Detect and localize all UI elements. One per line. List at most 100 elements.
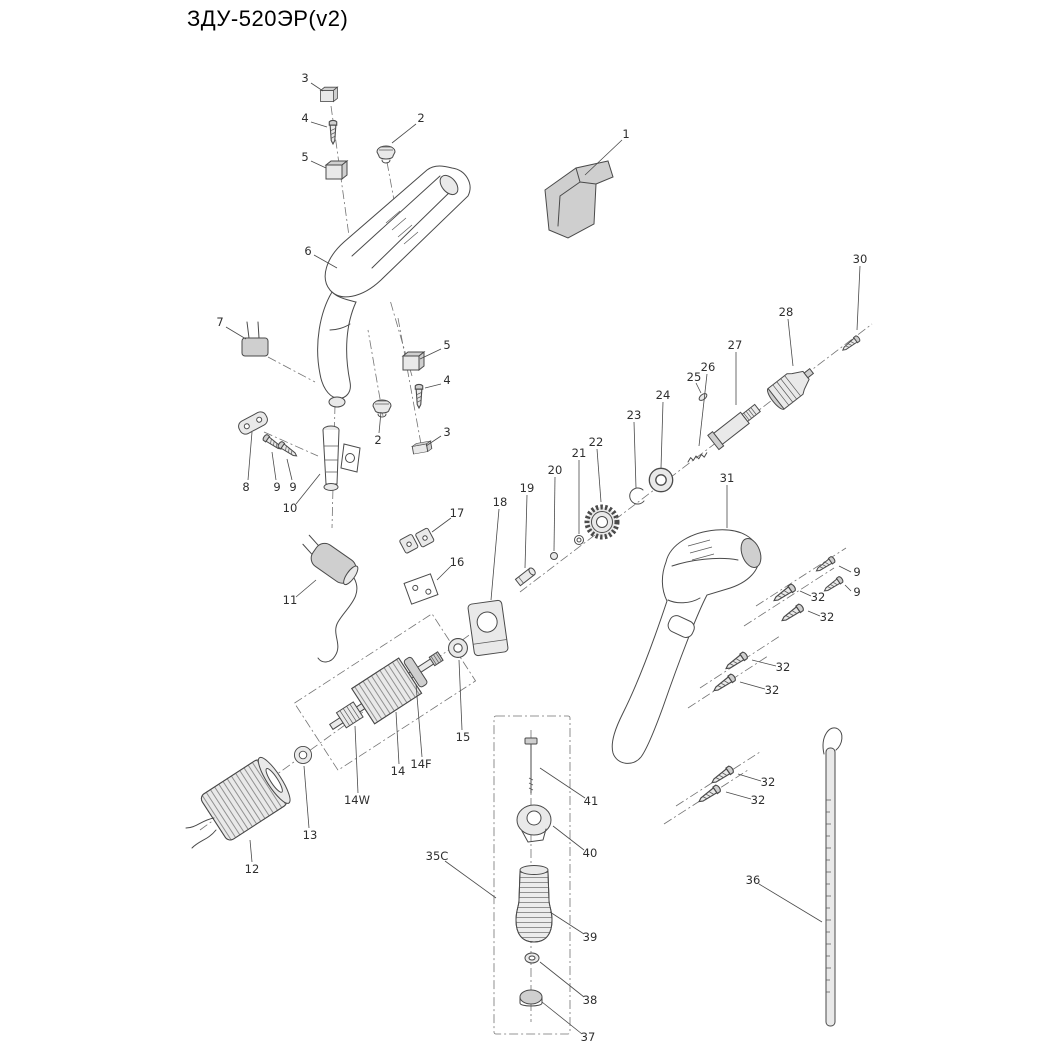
brush-cap-2 xyxy=(372,399,392,418)
screw-32 xyxy=(723,650,750,673)
part-number-label: 24 xyxy=(656,388,671,402)
part-number-label: 8 xyxy=(242,480,249,494)
leader-line xyxy=(584,139,623,176)
spring-26 xyxy=(687,452,708,463)
leader-line xyxy=(844,584,852,592)
part-callout-11: 11 xyxy=(283,579,317,607)
part-number-label: 9 xyxy=(853,565,860,579)
spindle-27 xyxy=(707,403,761,451)
leader-line xyxy=(751,659,777,667)
armature-group xyxy=(293,613,477,771)
screw-32 xyxy=(709,764,736,787)
part-number-label: 25 xyxy=(687,370,702,384)
brush-plate xyxy=(403,573,439,605)
handle-washer-38 xyxy=(524,952,540,964)
brush-holder-5 xyxy=(325,160,348,180)
leader-line xyxy=(838,565,852,573)
motor-housing xyxy=(317,165,471,408)
screw-9 xyxy=(821,575,845,595)
part-callout-14: 14 xyxy=(391,711,406,778)
leader-line xyxy=(391,123,417,144)
part-callout-26: 26 xyxy=(698,360,715,447)
part-number-label: 6 xyxy=(304,244,311,258)
leader-line xyxy=(310,121,328,128)
part-callout-2: 2 xyxy=(374,411,382,447)
leader-line xyxy=(225,326,247,340)
part-number-label: 32 xyxy=(811,590,826,604)
stator xyxy=(185,756,291,849)
power-plug xyxy=(302,534,359,663)
leader-line xyxy=(436,565,452,581)
part-callout-3: 3 xyxy=(425,425,451,447)
part-number-label: 23 xyxy=(627,408,642,422)
part-number-label: 14F xyxy=(410,757,431,771)
part-number-label: 32 xyxy=(761,775,776,789)
part-callout-9: 9 xyxy=(286,458,297,494)
part-callout-10: 10 xyxy=(283,473,321,515)
part-callout-21: 21 xyxy=(572,446,586,534)
part-callout-35C: 35C xyxy=(426,849,497,899)
leader-line xyxy=(758,883,823,923)
screw-32 xyxy=(711,672,738,695)
screw-32 xyxy=(696,783,723,806)
part-callout-31: 31 xyxy=(720,471,735,528)
part-number-label: 31 xyxy=(720,471,735,485)
leader-line xyxy=(310,82,324,92)
part-number-label: 40 xyxy=(583,846,598,860)
page-title: ЗДУ-520ЭР(v2) xyxy=(187,6,349,31)
part-number-label: 14 xyxy=(391,764,406,778)
power-cord xyxy=(317,577,358,663)
part-callout-22: 22 xyxy=(589,435,604,503)
leader-line xyxy=(354,725,359,794)
leader-line xyxy=(271,451,277,481)
part-callout-32: 32 xyxy=(807,610,834,624)
leader-line xyxy=(739,681,766,690)
part-callout-20: 20 xyxy=(548,463,562,552)
part-number-label: 5 xyxy=(443,338,450,352)
part-callout-32: 32 xyxy=(725,791,766,807)
part-number-label: 12 xyxy=(245,862,260,876)
leader-line xyxy=(549,911,585,935)
depth-gauge-rod xyxy=(822,727,843,1027)
part-callout-4: 4 xyxy=(424,373,451,389)
part-number-label: 35C xyxy=(426,849,449,863)
handle-bolt-41 xyxy=(524,737,538,794)
part-callout-12: 12 xyxy=(245,839,260,876)
side-handle-group xyxy=(493,715,571,1035)
part-callout-32: 32 xyxy=(739,681,779,697)
cap-3 xyxy=(320,86,338,102)
terminal-blocks xyxy=(399,527,435,554)
leader-line xyxy=(378,411,382,434)
part-callout-30: 30 xyxy=(853,252,868,331)
part-number-label: 15 xyxy=(456,730,471,744)
leader-line xyxy=(303,765,310,829)
part-number-label: 27 xyxy=(728,338,743,352)
part-number-label: 22 xyxy=(589,435,604,449)
part-callout-7: 7 xyxy=(216,315,247,340)
chuck xyxy=(766,368,815,410)
part-callout-9: 9 xyxy=(844,584,861,599)
part-callout-41: 41 xyxy=(539,767,598,808)
leader-line xyxy=(415,683,423,758)
part-number-label: 7 xyxy=(216,315,223,329)
chuck-screw-30 xyxy=(840,334,862,354)
part-number-label: 30 xyxy=(853,252,868,266)
part-number-label: 28 xyxy=(779,305,794,319)
brush-set-top xyxy=(320,86,396,180)
part-callout-32: 32 xyxy=(751,659,790,674)
part-number-label: 5 xyxy=(301,150,308,164)
part-callout-23: 23 xyxy=(627,408,642,489)
part-callout-24: 24 xyxy=(656,388,671,469)
brush-cover xyxy=(544,160,614,239)
part-number-label: 9 xyxy=(273,480,280,494)
leader-line xyxy=(695,382,702,394)
part-number-label: 32 xyxy=(751,793,766,807)
part-callout-13: 13 xyxy=(303,765,317,842)
part-callout-14W: 14W xyxy=(344,725,370,807)
leader-line xyxy=(787,318,794,367)
part-callout-6: 6 xyxy=(304,244,338,269)
leader-line xyxy=(313,254,338,269)
leader-line xyxy=(552,825,585,851)
air-baffle xyxy=(467,599,509,657)
leader-line xyxy=(541,1001,583,1035)
